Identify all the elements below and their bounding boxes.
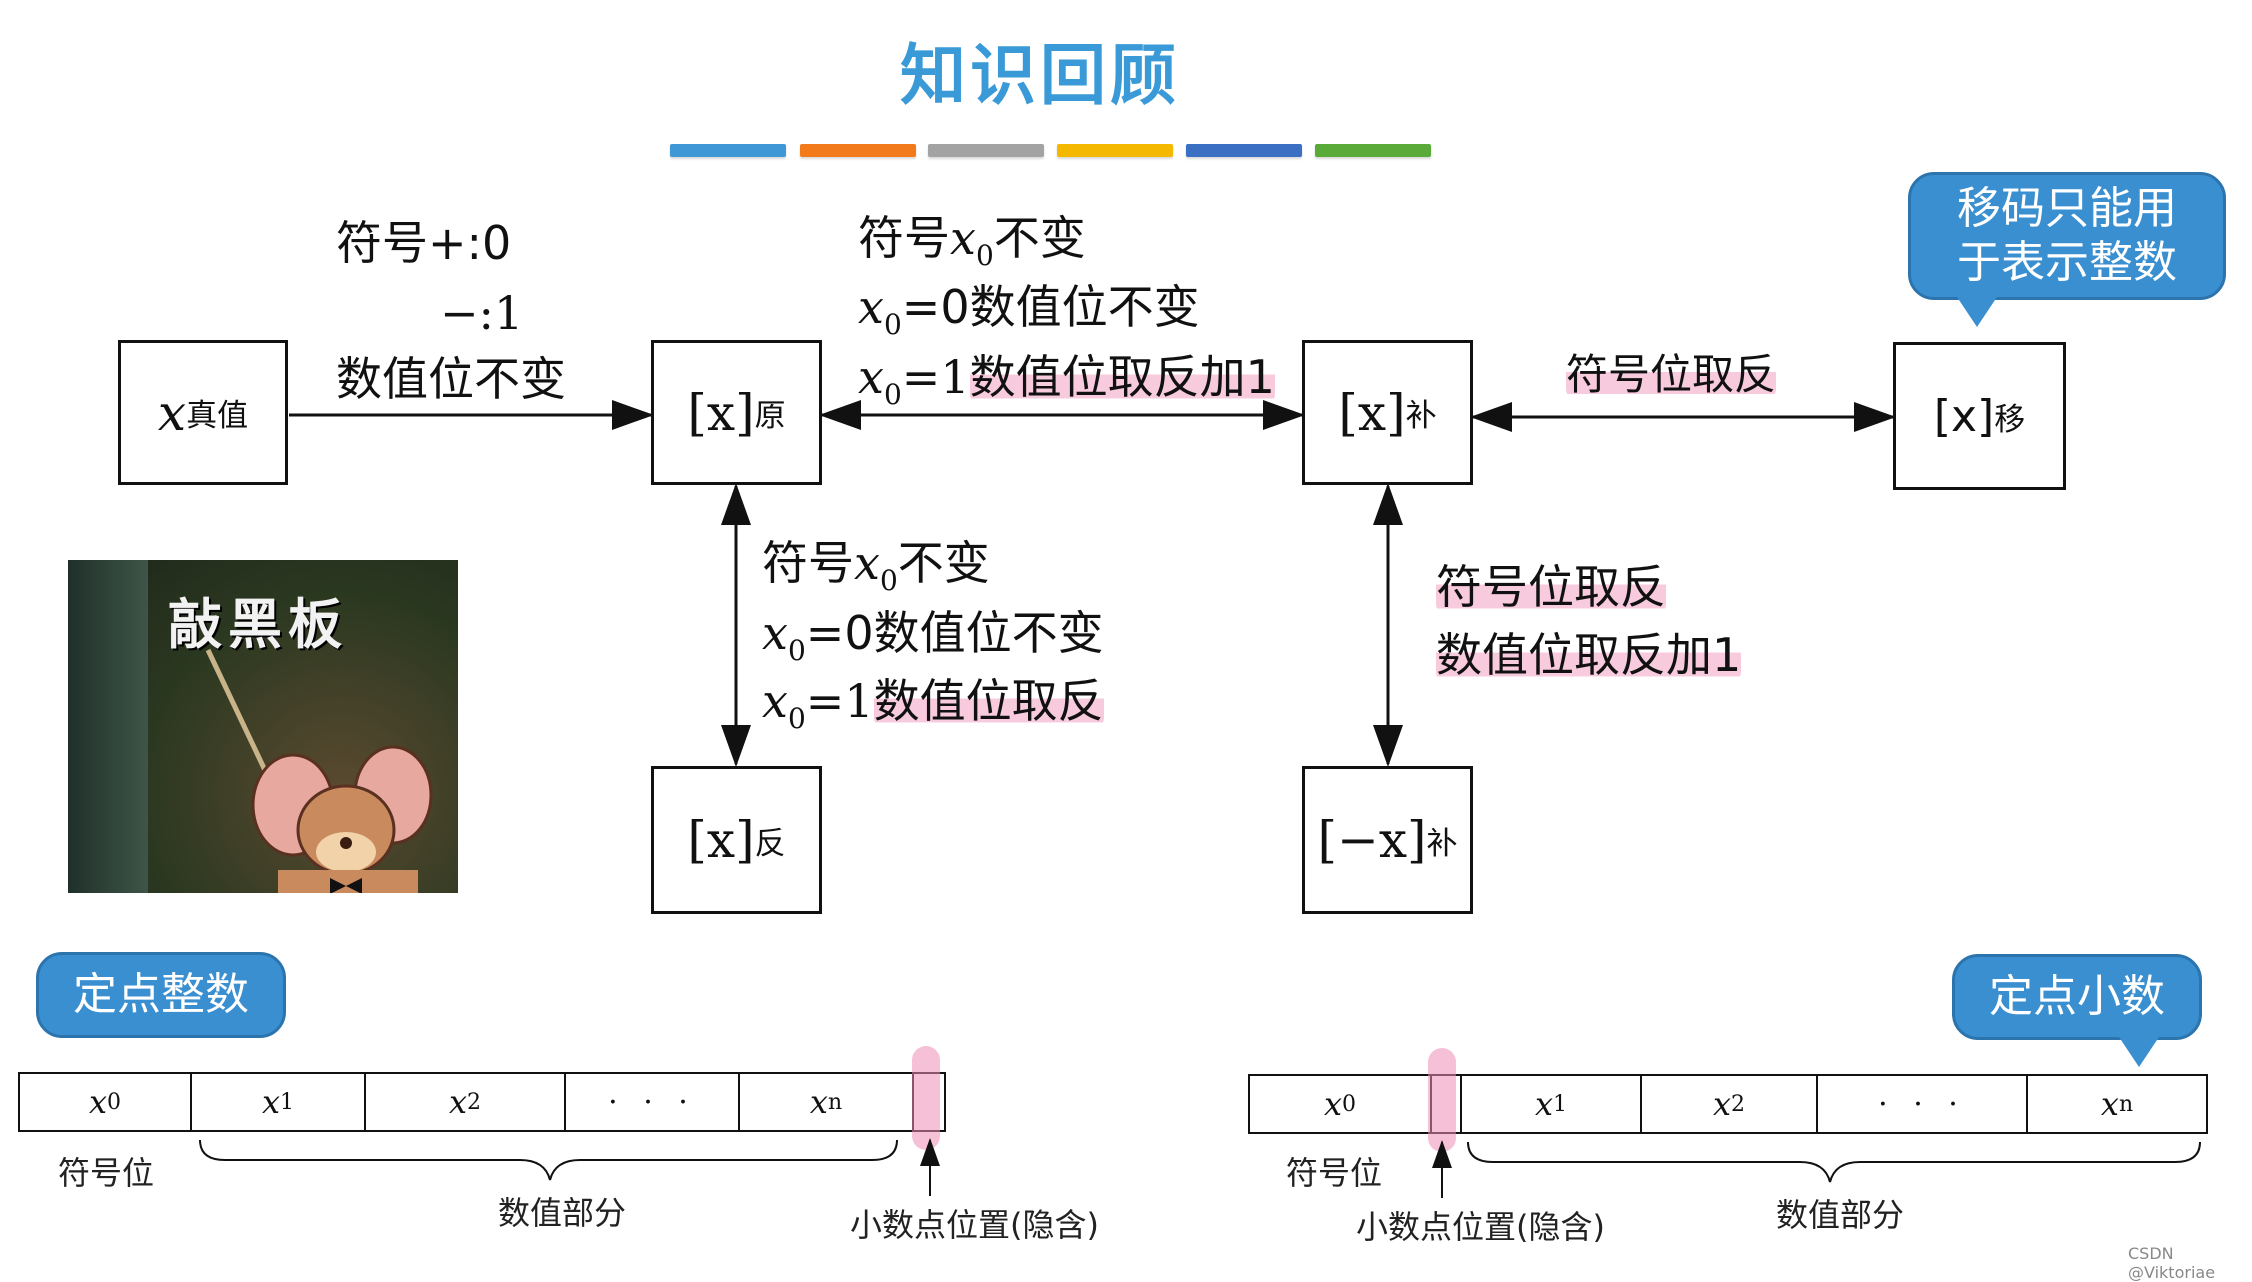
label-sm-tc-line1: 符号x0不变 bbox=[858, 211, 1086, 273]
label-sm-oc-line1: 符号x0不变 bbox=[762, 536, 990, 598]
label-sm-oc-line3: x0=1数值位取反 bbox=[762, 674, 1104, 736]
page-title: 知识回顾 bbox=[900, 37, 1180, 114]
label-true-to-sm-line1: 符号+:0 bbox=[336, 216, 512, 270]
box-neg-twos-complement: [−x]补 bbox=[1302, 766, 1473, 914]
callout-fixed-fraction: 定点小数 bbox=[1952, 954, 2202, 1067]
register-cell: · · · bbox=[566, 1074, 740, 1130]
register-frac-sign-label: 符号位 bbox=[1286, 1154, 1383, 1192]
blackboard-edge bbox=[68, 560, 148, 893]
implied-point-highlight bbox=[912, 1046, 940, 1150]
register-int-value-label: 数值部分 bbox=[498, 1194, 627, 1232]
label-tc-neg-line2: 数值位取反加1 bbox=[1436, 628, 1742, 682]
register-int-point-label: 小数点位置(隐含) bbox=[850, 1206, 1099, 1244]
label-tc-offset: 符号位取反 bbox=[1566, 350, 1777, 399]
color-bar-3 bbox=[928, 144, 1044, 157]
register-frac-point-label: 小数点位置(隐含) bbox=[1356, 1208, 1605, 1246]
register-cell bbox=[1432, 1076, 1462, 1132]
label-tc-neg-line1: 符号位取反 bbox=[1436, 560, 1666, 614]
callout-offset-note: 移码只能用 于表示整数 bbox=[1908, 172, 2226, 327]
color-bar-2 bbox=[800, 144, 916, 157]
watermark: CSDN @Viktoriae bbox=[2128, 1244, 2216, 1282]
label-sm-tc-line2: x0=0数值位不变 bbox=[858, 280, 1200, 342]
meme-image: 敲黑板 bbox=[68, 560, 458, 893]
label-true-to-sm-line3: 数值位不变 bbox=[336, 352, 566, 406]
register-frac-value-label: 数值部分 bbox=[1776, 1196, 1905, 1234]
mouse-illustration bbox=[205, 648, 433, 893]
color-bar-1 bbox=[670, 144, 786, 157]
box-offset: [x]移 bbox=[1893, 342, 2066, 490]
callout-fixed-integer: 定点整数 bbox=[36, 952, 286, 1038]
implied-point-highlight bbox=[1428, 1048, 1456, 1152]
color-bar-5 bbox=[1186, 144, 1302, 157]
meme-caption: 敲黑板 bbox=[168, 593, 348, 656]
color-bar-6 bbox=[1315, 144, 1431, 157]
label-sm-tc-line3: x0=1数值位取反加1 bbox=[858, 350, 1275, 412]
register-int-sign-label: 符号位 bbox=[58, 1154, 155, 1192]
box-sign-magnitude: [x]原 bbox=[651, 340, 822, 485]
label-true-to-sm-line2: −:1 bbox=[440, 286, 524, 340]
color-bar-4 bbox=[1057, 144, 1173, 157]
register-cell: · · · bbox=[1818, 1076, 2028, 1132]
label-sm-oc-line2: x0=0数值位不变 bbox=[762, 606, 1104, 668]
box-ones-complement: [x]反 bbox=[651, 766, 822, 914]
box-twos-complement: [x]补 bbox=[1302, 340, 1473, 485]
